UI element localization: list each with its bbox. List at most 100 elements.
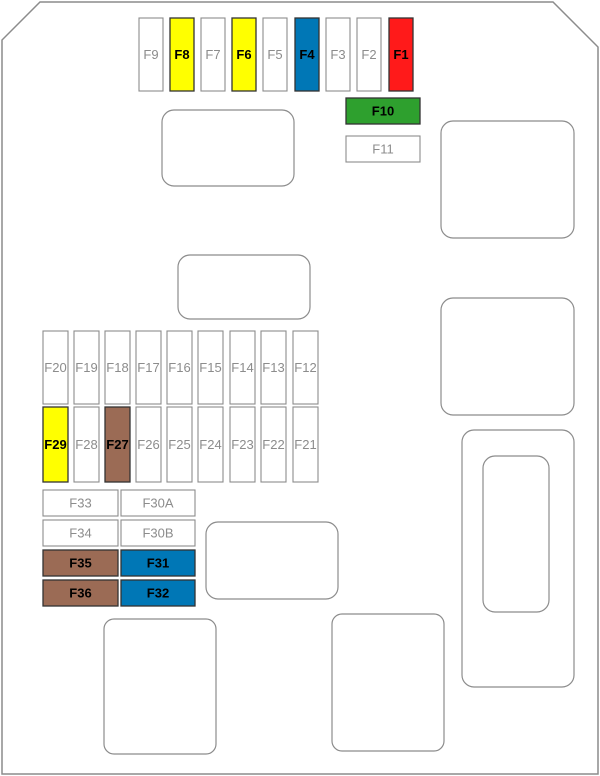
- fuse-f9: F9: [138, 17, 164, 92]
- fuse-f2: F2: [356, 17, 382, 92]
- fuse-f28: F28: [73, 406, 100, 483]
- fuse-body: [169, 17, 195, 92]
- fuse-label: F8: [174, 47, 189, 62]
- fuse-label: F27: [106, 437, 128, 452]
- fuse-f12: F12: [292, 330, 319, 405]
- fuse-body: [197, 330, 224, 405]
- fuse-body: [73, 330, 100, 405]
- fuse-body: [345, 97, 421, 125]
- fuse-label: F16: [168, 360, 190, 375]
- fuse-f13: F13: [260, 330, 287, 405]
- fuse-f10: F10: [345, 97, 421, 125]
- fuse-f17: F17: [135, 330, 162, 405]
- fuse-body: [166, 406, 193, 483]
- fuse-body: [197, 406, 224, 483]
- fuse-label: F30A: [142, 496, 173, 511]
- relay-slot-middle-right: [440, 297, 575, 416]
- fuse-label: F9: [143, 47, 158, 62]
- fuse-body: [120, 489, 196, 517]
- fuse-label: F2: [361, 47, 376, 62]
- fuse-body: [73, 406, 100, 483]
- fuse-f4: F4: [294, 17, 320, 92]
- fuse-body: [42, 519, 119, 547]
- relay-slot-top-center: [161, 109, 295, 187]
- fuse-label: F29: [44, 437, 66, 452]
- fuse-body: [42, 489, 119, 517]
- fuse-body: [325, 17, 351, 92]
- fuse-label: F10: [372, 104, 394, 119]
- fuse-body: [104, 406, 131, 483]
- fuse-f14: F14: [229, 330, 256, 405]
- fuse-label: F13: [262, 360, 284, 375]
- fuse-body: [262, 17, 288, 92]
- fuse-label: F14: [231, 360, 253, 375]
- fuse-f3: F3: [325, 17, 351, 92]
- fuse-label: F32: [147, 586, 169, 601]
- fuse-f15: F15: [197, 330, 224, 405]
- fuse-label: F28: [75, 437, 97, 452]
- fuse-label: F22: [262, 437, 284, 452]
- fuse-f1: F1: [388, 17, 414, 92]
- fuse-f26: F26: [135, 406, 162, 483]
- fuse-f24: F24: [197, 406, 224, 483]
- fuse-label: F36: [69, 586, 91, 601]
- fuse-f23: F23: [229, 406, 256, 483]
- fuse-f6: F6: [231, 17, 257, 92]
- fuse-f20: F20: [42, 330, 69, 405]
- fuse-label: F19: [75, 360, 97, 375]
- fuse-f5: F5: [262, 17, 288, 92]
- fuse-label: F18: [106, 360, 128, 375]
- fuse-f22: F22: [260, 406, 287, 483]
- fuse-label: F23: [231, 437, 253, 452]
- fuse-f11: F11: [345, 135, 421, 163]
- fuse-f19: F19: [73, 330, 100, 405]
- fuse-label: F33: [69, 496, 91, 511]
- fuse-label: F21: [294, 437, 316, 452]
- fuse-label: F7: [205, 47, 220, 62]
- fuse-body: [292, 330, 319, 405]
- relay-slot-bottom-center: [331, 613, 445, 752]
- fuse-body: [166, 330, 193, 405]
- relay-slot-bottom-left: [103, 618, 217, 755]
- fuse-body: [42, 549, 119, 577]
- fuse-f31: F31: [120, 549, 196, 577]
- fuse-f30b: F30B: [120, 519, 196, 547]
- fuse-label: F25: [168, 437, 190, 452]
- fuse-f34: F34: [42, 519, 119, 547]
- fuse-label: F30B: [142, 526, 173, 541]
- fuse-f32: F32: [120, 579, 196, 607]
- fuse-label: F5: [267, 47, 282, 62]
- fuse-f35: F35: [42, 549, 119, 577]
- relay-slot-lower-center: [205, 521, 339, 600]
- fuse-label: F31: [147, 556, 169, 571]
- connector-slot-inner-right: [482, 455, 550, 613]
- fuse-label: F15: [199, 360, 221, 375]
- relay-slot-center: [177, 254, 311, 320]
- fuse-label: F20: [44, 360, 66, 375]
- fuse-label: F4: [299, 47, 315, 62]
- fuse-label: F12: [294, 360, 316, 375]
- fuse-body: [42, 406, 69, 483]
- fuse-body: [138, 17, 164, 92]
- fuse-label: F34: [69, 526, 91, 541]
- fuse-f7: F7: [200, 17, 226, 92]
- fuse-f29: F29: [42, 406, 69, 483]
- fuse-body: [120, 519, 196, 547]
- fuse-f36: F36: [42, 579, 119, 607]
- fuse-body: [200, 17, 226, 92]
- fuse-f25: F25: [166, 406, 193, 483]
- fuse-body: [42, 579, 119, 607]
- fuse-f27: F27: [104, 406, 131, 483]
- fuse-body: [345, 135, 421, 163]
- fuse-label: F24: [199, 437, 221, 452]
- fuse-body: [294, 17, 320, 92]
- fuse-body: [229, 330, 256, 405]
- fuse-body: [135, 406, 162, 483]
- fuse-label: F17: [137, 360, 159, 375]
- fuse-body: [356, 17, 382, 92]
- fuse-body: [120, 579, 196, 607]
- fuse-f30a: F30A: [120, 489, 196, 517]
- fuse-f16: F16: [166, 330, 193, 405]
